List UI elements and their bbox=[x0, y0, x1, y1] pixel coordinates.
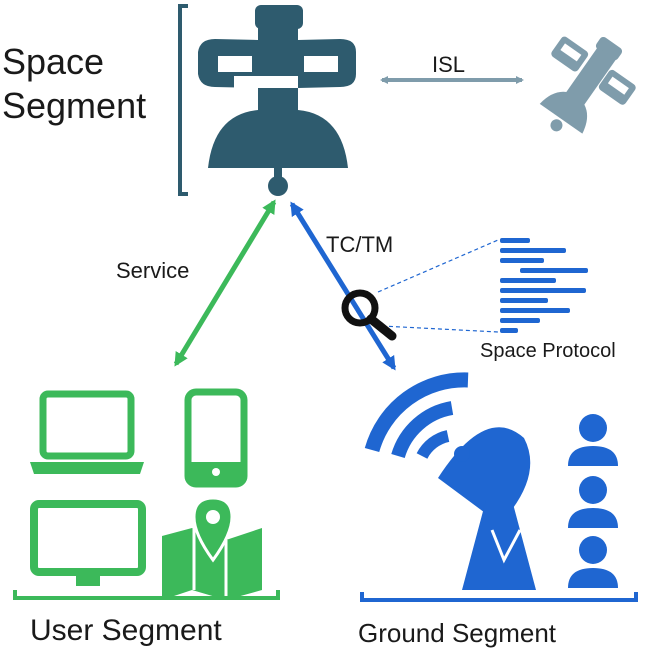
magnifier-icon bbox=[341, 289, 397, 341]
isl-satellite-icon bbox=[539, 36, 636, 134]
service-label: Service bbox=[116, 258, 190, 283]
space-segment-bracket bbox=[178, 4, 188, 196]
protocol-callout-top bbox=[377, 239, 499, 293]
space-segment-line2: Segment bbox=[2, 85, 147, 126]
user-segment-label: User Segment bbox=[30, 614, 222, 647]
user-icon-top bbox=[568, 414, 618, 466]
user-segment-bracket bbox=[13, 590, 280, 600]
space-segment-line1: Space bbox=[2, 41, 105, 82]
ground-segment-bracket bbox=[360, 592, 638, 602]
user-icon-bottom bbox=[568, 536, 618, 588]
tctm-arrow bbox=[289, 201, 397, 371]
laptop-icon bbox=[30, 390, 144, 474]
space-segment-title: Space Segment bbox=[2, 40, 146, 128]
isl-label: ISL bbox=[432, 52, 466, 77]
tctm-label: TC/TM bbox=[326, 232, 394, 257]
main-satellite-icon bbox=[198, 5, 356, 196]
service-arrow bbox=[173, 199, 277, 367]
protocol-callout-bottom bbox=[381, 325, 499, 333]
map-pin-icon bbox=[162, 496, 262, 600]
user-icon-middle bbox=[568, 476, 618, 528]
ground-segment-label: Ground Segment bbox=[358, 618, 557, 648]
monitor-icon bbox=[30, 500, 146, 586]
space-protocol-icon bbox=[500, 238, 588, 333]
space-protocol-label: Space Protocol bbox=[480, 340, 616, 362]
signal-waves-icon bbox=[364, 372, 469, 460]
smartphone-icon bbox=[184, 388, 248, 488]
satellite-dish-icon bbox=[438, 427, 536, 590]
